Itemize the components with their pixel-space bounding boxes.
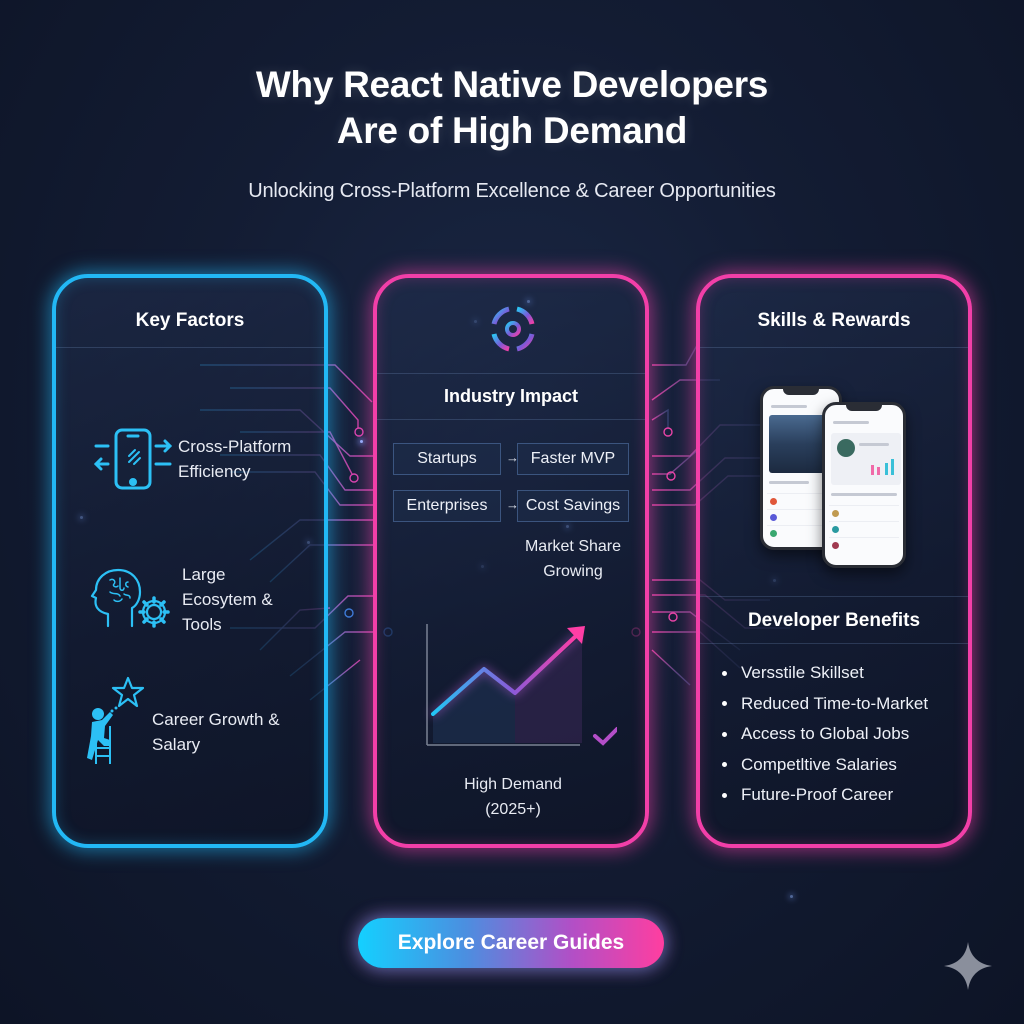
divider [700,643,968,644]
bullet-icon [722,762,727,768]
phone-sync-icon [94,426,174,492]
divider [700,347,968,348]
market-share-label: Market Share Growing [524,538,622,580]
skills-rewards-title: Skills & Rewards [757,310,911,331]
list-item: Reduced Time-to-Market [722,689,928,720]
list-item: Competltive Salaries [722,750,928,781]
bullet-icon [722,670,727,676]
key-factors-card: Key Factors Cross-Platform Efficiency [52,274,328,848]
phone-mockup-front [822,402,906,568]
bullet-icon [722,731,727,737]
divider [377,419,645,420]
growth-chart-icon [417,608,617,758]
page-header: Why React Native Developers Are of High … [0,62,1024,203]
list-item: Versstile Skillset [722,658,928,689]
high-demand-label: High Demand (2025+) [464,776,562,818]
factor-text: Large Ecosytem & Tools [182,565,273,634]
factor-career-growth: Career Growth & Salary [84,674,324,766]
flow-from-startups: Startups [393,443,501,475]
industry-impact-card: Industry Impact Startups → Faster MVP En… [373,274,649,848]
page-title: Why React Native Developers Are of High … [255,64,769,151]
factor-text: Cross-Platform Efficiency [178,437,292,481]
developer-benefits-title: Developer Benefits [747,610,921,631]
list-item: Access to Global Jobs [722,719,928,750]
arrow-icon: → [506,450,519,465]
bullet-icon [722,701,727,707]
key-factors-title: Key Factors [135,310,245,331]
industry-impact-title: Industry Impact [443,386,579,406]
divider [700,596,968,597]
divider [377,373,645,374]
flow-from-enterprises: Enterprises [393,490,501,522]
career-ladder-star-icon [84,674,148,766]
bullet-icon [722,792,727,798]
flow-to-faster-mvp: Faster MVP [517,443,629,475]
divider [56,347,324,348]
benefits-list: Versstile Skillset Reduced Time-to-Marke… [722,658,928,811]
target-icon [486,302,540,356]
skills-rewards-card: Skills & Rewards Develop [696,274,972,848]
list-item: Future-Proof Career [722,780,928,811]
brain-gear-icon [88,568,174,632]
explore-career-guides-button[interactable]: Explore Career Guides [358,918,664,968]
page-subtitle: Unlocking Cross-Platform Excellence & Ca… [248,180,776,202]
flow-to-cost-savings: Cost Savings [517,490,629,522]
factor-text: Career Growth & Salary [152,710,280,754]
sparkle-icon [944,942,992,990]
arrow-icon: → [506,497,519,512]
factor-ecosystem: Large Ecosytem & Tools [88,562,273,637]
factor-cross-platform: Cross-Platform Efficiency [94,426,291,492]
